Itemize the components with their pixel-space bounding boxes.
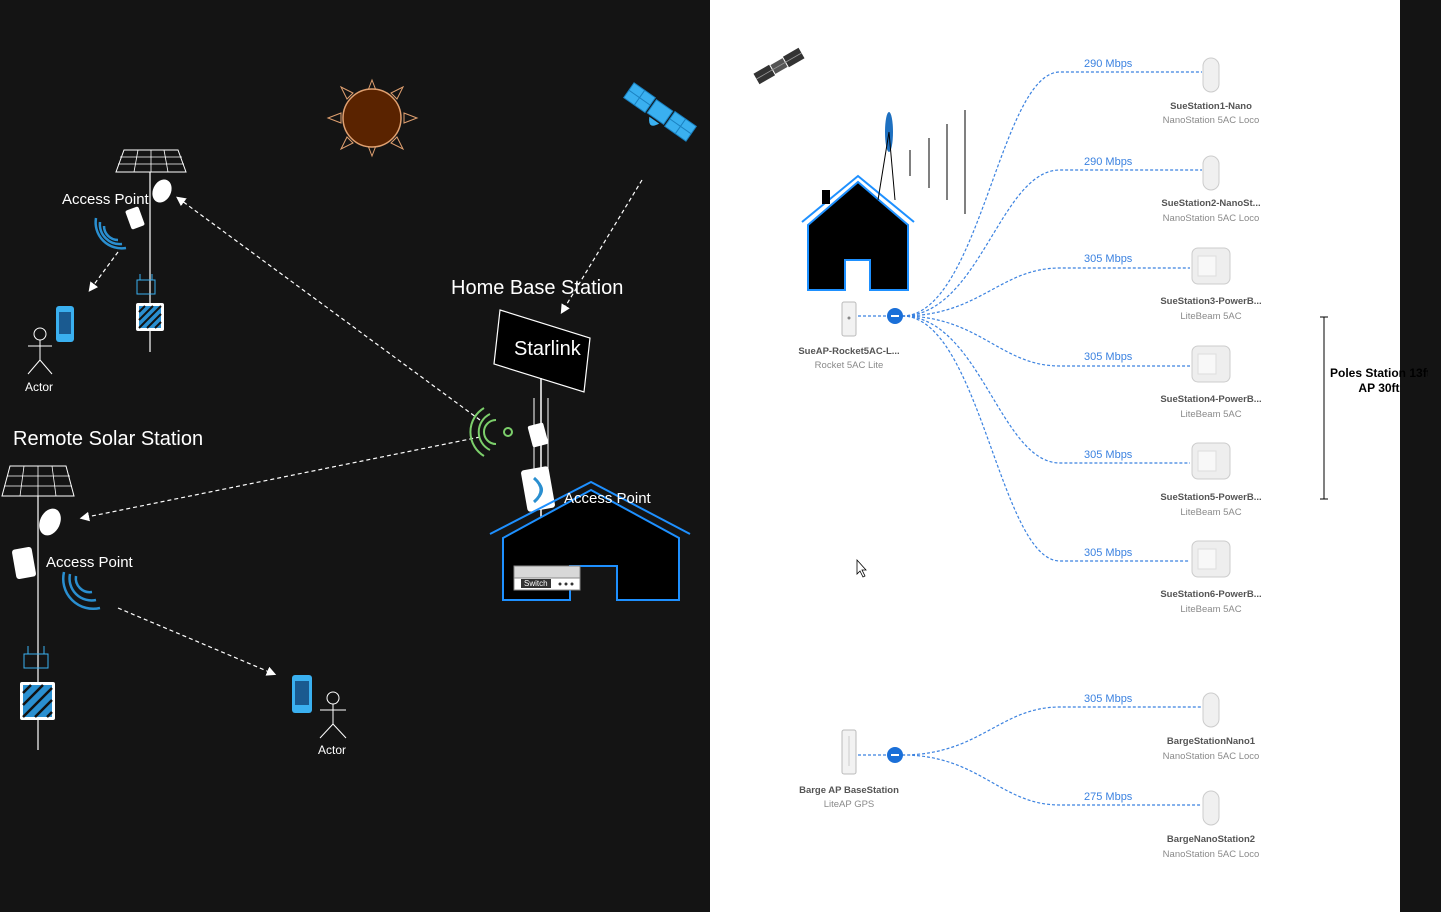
collapse-main-button[interactable] <box>887 308 903 324</box>
station-1-name[interactable]: SueStation1-Nano <box>1170 101 1252 112</box>
ap-panel-icon <box>521 466 555 512</box>
remote-solar-station <box>1 465 101 750</box>
actor-bottom-figure <box>319 691 347 739</box>
barge-station-1-speed: 305 Mbps <box>1084 693 1133 705</box>
station-3-name[interactable]: SueStation3-PowerB... <box>1160 296 1262 307</box>
station-6-speed: 305 Mbps <box>1084 547 1133 559</box>
station-3-speed: 305 Mbps <box>1084 253 1133 265</box>
nanostation-icon <box>1202 692 1220 728</box>
link-top-to-actor <box>88 251 119 292</box>
dish-antenna-icon <box>152 179 172 203</box>
station-1-model: NanoStation 5AC Loco <box>1162 115 1260 126</box>
ap-main-model: Rocket 5AC Lite <box>814 360 884 371</box>
home-base-station-title: Home Base Station <box>451 277 624 299</box>
access-point-home-label: Access Point <box>564 490 651 507</box>
top-solar-station <box>94 149 187 352</box>
home-house-icon <box>801 110 966 291</box>
barge-station-2-model: NanoStation 5AC Loco <box>1162 849 1260 860</box>
station-4-name[interactable]: SueStation4-PowerB... <box>1160 394 1262 405</box>
litebeam-icon <box>1191 247 1231 285</box>
remote-solar-station-title: Remote Solar Station <box>13 428 204 450</box>
poles-label: Poles Station 13ft AP 30ft <box>1330 366 1428 396</box>
access-point-device-icon <box>125 206 145 230</box>
poles-label-line1: Poles Station 13ft <box>1330 366 1428 380</box>
switch-label: Switch <box>521 579 551 588</box>
station-1-speed: 290 Mbps <box>1084 58 1133 70</box>
access-point-remote-label: Access Point <box>46 554 133 571</box>
dish-antenna-icon <box>39 508 61 536</box>
barge-station-2-name[interactable]: BargeNanoStation2 <box>1166 834 1256 845</box>
starlink-dish <box>493 309 591 532</box>
mobile-phone-icon <box>292 675 312 713</box>
sun-icon <box>326 78 419 158</box>
station-2-speed: 290 Mbps <box>1084 156 1133 168</box>
station-6-name[interactable]: SueStation6-PowerB... <box>1160 589 1262 600</box>
liteap-device-icon <box>841 729 857 775</box>
poles-bracket <box>1320 316 1328 500</box>
litebeam-icon <box>1191 442 1231 480</box>
collapse-barge-button[interactable] <box>887 747 903 763</box>
left-dark-panel <box>0 0 710 912</box>
station-4-speed: 305 Mbps <box>1084 351 1133 363</box>
battery-box-icon <box>20 682 55 720</box>
nanostation-icon <box>1202 155 1220 191</box>
satellite-small-icon <box>753 47 805 85</box>
wifi-green-icon <box>469 407 513 457</box>
litebeam-icon <box>1191 345 1231 383</box>
access-point-device-icon <box>12 546 36 580</box>
station-3-model: LiteBeam 5AC <box>1180 311 1242 322</box>
station-5-model: LiteBeam 5AC <box>1180 507 1242 518</box>
actor-bottom-label: Actor <box>318 743 347 757</box>
barge-station-1-model: NanoStation 5AC Loco <box>1162 751 1260 762</box>
actor-top-figure <box>27 327 53 375</box>
wifi-signal-icon <box>62 571 101 610</box>
right-edge-strip <box>1400 0 1441 912</box>
router-icon <box>136 274 156 295</box>
mouse-cursor-icon <box>856 558 867 578</box>
link-remote-to-actor <box>117 607 277 676</box>
litebeam-icon <box>1191 540 1231 578</box>
station-6-model: LiteBeam 5AC <box>1180 604 1242 615</box>
link-to-remote-station <box>79 436 481 522</box>
barge-station-1-name[interactable]: BargeStationNano1 <box>1166 736 1256 747</box>
access-point-top-label: Access Point <box>62 191 149 208</box>
station-links <box>901 71 1202 806</box>
ap-main-name[interactable]: SueAP-Rocket5AC-L... <box>798 346 900 357</box>
satellite-icon <box>623 82 697 142</box>
right-topology-panel <box>710 0 1400 912</box>
station-5-speed: 305 Mbps <box>1084 449 1133 461</box>
nanostation-icon <box>1202 57 1220 93</box>
station-2-model: NanoStation 5AC Loco <box>1162 213 1260 224</box>
mobile-phone-icon <box>56 306 74 342</box>
barge-station-2-speed: 275 Mbps <box>1084 791 1133 803</box>
station-5-name[interactable]: SueStation5-PowerB... <box>1160 492 1262 503</box>
rocket-ap-device-icon <box>841 301 857 337</box>
ap-barge-name[interactable]: Barge AP BaseStation <box>799 785 899 796</box>
battery-box-icon <box>136 303 164 331</box>
starlink-label: Starlink <box>514 338 581 360</box>
actor-top-label: Actor <box>25 380 54 394</box>
satellite-link <box>560 179 643 315</box>
ap-barge-model: LiteAP GPS <box>823 799 875 810</box>
router-icon <box>23 646 49 669</box>
wifi-signal-icon <box>94 217 127 250</box>
station-2-name[interactable]: SueStation2-NanoSt... <box>1161 198 1261 209</box>
poles-label-line2: AP 30ft <box>1358 381 1400 395</box>
nanostation-icon <box>1202 790 1220 826</box>
station-4-model: LiteBeam 5AC <box>1180 409 1242 420</box>
access-point-device-icon <box>527 422 549 448</box>
